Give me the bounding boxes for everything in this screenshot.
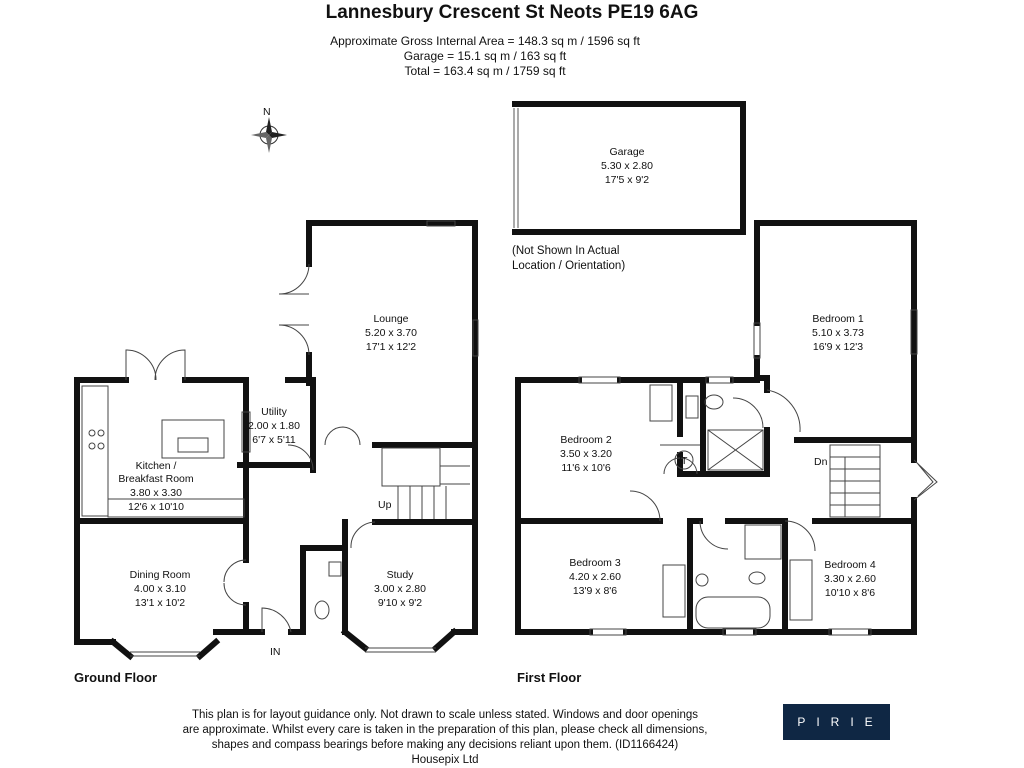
compass-rose-icon <box>251 117 287 153</box>
room-name: Bedroom 3 <box>569 557 621 569</box>
first-floor-label: First Floor <box>517 670 582 685</box>
room-metric: 4.20 x 2.60 <box>569 571 621 583</box>
room-bedroom4: Bedroom 4 3.30 x 2.60 10'10 x 8'6 <box>824 559 876 599</box>
room-metric: 3.30 x 2.60 <box>824 573 876 585</box>
room-metric: 2.00 x 1.80 <box>248 420 300 432</box>
room-imperial: 10'10 x 8'6 <box>825 587 875 599</box>
room-kitchen: Kitchen / Breakfast Room 3.80 x 3.30 12'… <box>118 460 194 513</box>
garage-note-line1: (Not Shown In Actual <box>512 245 619 257</box>
room-dining: Dining Room 4.00 x 3.10 13'1 x 10'2 <box>130 569 191 609</box>
total-area: Total = 163.4 sq m / 1759 sq ft <box>404 64 566 78</box>
room-imperial: 6'7 x 5'11 <box>252 434 296 446</box>
first-floor-openings <box>578 309 938 636</box>
room-name: Study <box>387 569 415 581</box>
room-name: Bedroom 4 <box>824 559 876 571</box>
garage-area: Garage = 15.1 sq m / 163 sq ft <box>403 49 567 63</box>
entrance-label: IN <box>270 646 281 658</box>
room-study: Study 3.00 x 2.80 9'10 x 9'2 <box>374 569 426 609</box>
room-utility: Utility 2.00 x 1.80 6'7 x 5'11 <box>248 406 300 446</box>
room-imperial: 17'5 x 9'2 <box>605 174 649 186</box>
room-imperial: 13'1 x 10'2 <box>135 597 185 609</box>
room-name: Bedroom 2 <box>560 434 612 446</box>
room-name-line2: Breakfast Room <box>118 473 194 485</box>
area-summary: Approximate Gross Internal Area = 148.3 … <box>300 34 670 79</box>
room-name: Bedroom 1 <box>812 313 864 325</box>
floor-plan: N <box>74 101 938 661</box>
room-bedroom3: Bedroom 3 4.20 x 2.60 13'9 x 8'6 <box>569 557 621 597</box>
disclaimer-line-1: This plan is for layout guidance only. N… <box>191 709 699 721</box>
garage-door <box>513 108 519 228</box>
room-imperial: 16'9 x 12'3 <box>813 341 863 353</box>
stairs-down-label: Dn <box>814 456 828 468</box>
garage-walls <box>512 101 746 235</box>
room-garage: Garage 5.30 x 2.80 17'5 x 9'2 <box>601 146 653 186</box>
garage-note-line2: Location / Orientation) <box>512 260 625 272</box>
room-imperial: 9'10 x 9'2 <box>378 597 422 609</box>
room-metric: 5.30 x 2.80 <box>601 160 653 172</box>
north-label: N <box>263 106 271 118</box>
stairs-up-label: Up <box>378 499 392 511</box>
gross-area: Approximate Gross Internal Area = 148.3 … <box>330 34 640 48</box>
ground-floor-label: Ground Floor <box>74 670 158 685</box>
room-name: Kitchen / <box>136 460 177 472</box>
disclaimer-line-2: are approximate. Whilst every care is ta… <box>182 724 708 736</box>
room-lounge: Lounge 5.20 x 3.70 17'1 x 12'2 <box>365 313 417 353</box>
room-metric: 3.50 x 3.20 <box>560 448 612 460</box>
room-metric: 3.00 x 2.80 <box>374 583 426 595</box>
room-name: Garage <box>609 146 644 158</box>
room-imperial: 12'6 x 10'10 <box>128 501 184 513</box>
disclaimer-line-4: Housepix Ltd <box>411 754 479 766</box>
room-metric: 3.80 x 3.30 <box>130 487 182 499</box>
room-imperial: 13'9 x 8'6 <box>573 585 617 597</box>
disclaimer-line-3: shapes and compass bearings before makin… <box>211 739 679 751</box>
disclaimer: This plan is for layout guidance only. N… <box>170 708 720 768</box>
room-name: Utility <box>261 406 287 418</box>
ground-floor-openings <box>81 220 479 657</box>
room-metric: 5.20 x 3.70 <box>365 327 417 339</box>
room-imperial: 11'6 x 10'6 <box>561 462 611 474</box>
first-floor-walls <box>515 220 917 635</box>
garage-note: (Not Shown In Actual Location / Orientat… <box>512 245 625 272</box>
tank-label: T <box>681 455 688 467</box>
pirie-logo: PIRIE <box>783 704 890 740</box>
ground-floor-walls <box>74 220 478 661</box>
room-name: Lounge <box>373 313 408 325</box>
room-bedroom1: Bedroom 1 5.10 x 3.73 16'9 x 12'3 <box>812 313 864 353</box>
plan-title: Lannesbury Crescent St Neots PE19 6AG <box>325 2 699 23</box>
room-imperial: 17'1 x 12'2 <box>366 341 416 353</box>
room-name: Dining Room <box>130 569 191 581</box>
room-bedroom2: Bedroom 2 3.50 x 3.20 11'6 x 10'6 <box>560 434 612 474</box>
room-metric: 4.00 x 3.10 <box>134 583 186 595</box>
room-metric: 5.10 x 3.73 <box>812 327 864 339</box>
